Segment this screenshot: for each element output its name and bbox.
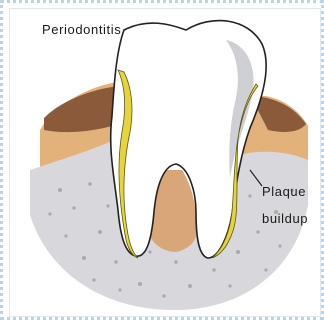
diagram-title: Periodontitis	[42, 22, 121, 37]
plaque-callout-line2: buildup	[262, 211, 308, 226]
plaque-callout-line1: Plaque	[262, 184, 306, 199]
gum-dark-left	[44, 86, 120, 132]
